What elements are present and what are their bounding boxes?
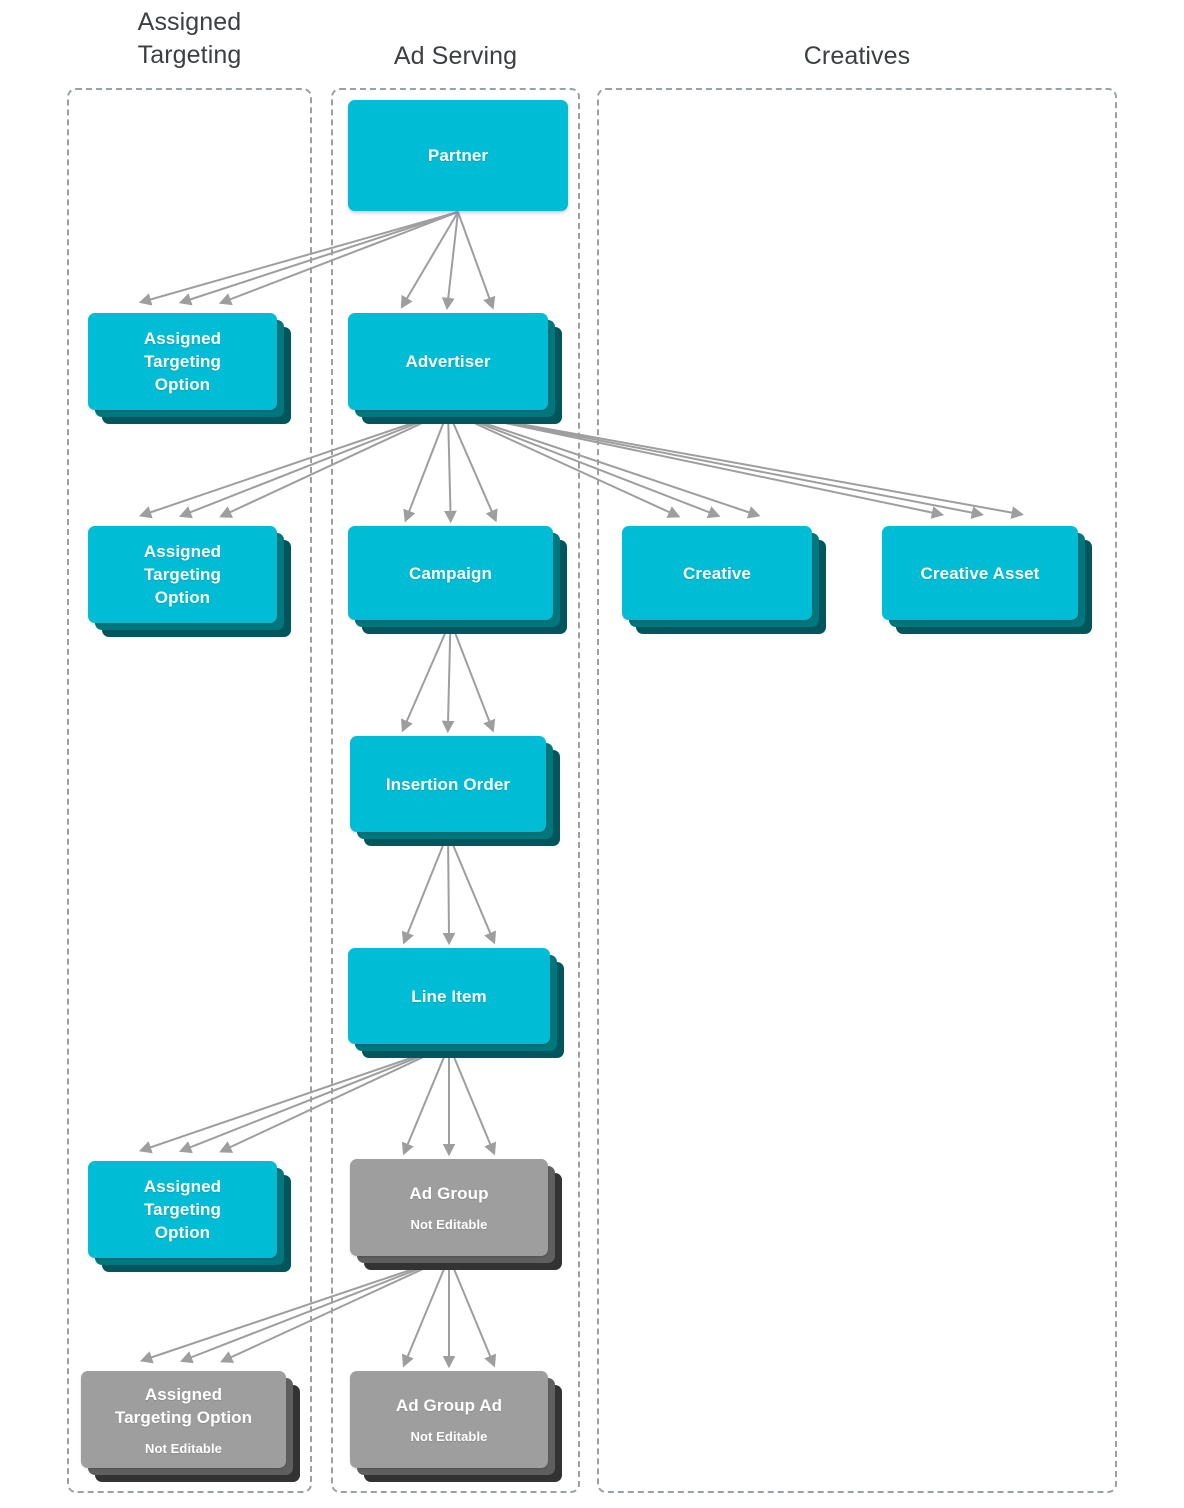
node-creative-asset-label: Creative Asset [920, 563, 1040, 583]
node-line-item-label: Line Item [411, 986, 487, 1006]
column-heading-creatives: Creatives [803, 42, 911, 70]
column-heading-ad-serving: Ad Serving [393, 42, 518, 70]
node-advertiser[interactable]: Advertiser [348, 313, 562, 424]
node-ato-partner-card[interactable]: Assigned Targeting Option [88, 313, 277, 410]
group-box-creatives [597, 88, 1117, 1493]
node-advertiser-card[interactable]: Advertiser [348, 313, 548, 410]
node-line-item-card[interactable]: Line Item [348, 948, 550, 1044]
node-ato-partner-label: Assigned Targeting Option [143, 329, 222, 394]
node-creative-label: Creative [683, 563, 751, 583]
node-ato-ad-group-status-badge: Not Editable [144, 1440, 223, 1456]
node-line-item[interactable]: Line Item [348, 948, 564, 1058]
node-insertion-order-label: Insertion Order [385, 774, 511, 794]
node-creative-asset-card[interactable]: Creative Asset [882, 526, 1078, 620]
node-insertion-order-card[interactable]: Insertion Order [350, 736, 546, 832]
node-partner-card[interactable]: Partner [348, 100, 568, 211]
node-ato-line-item-label: Assigned Targeting Option [143, 1177, 222, 1242]
node-campaign-label: Campaign [409, 563, 492, 583]
node-ad-group-status-badge: Not Editable [410, 1217, 488, 1232]
node-advertiser-label: Advertiser [405, 352, 491, 371]
node-ato-ad-group-label: Assigned Targeting Option [114, 1384, 253, 1427]
node-ad-group-ad-status-badge: Not Editable [410, 1429, 488, 1444]
node-insertion-order[interactable]: Insertion Order [350, 736, 560, 846]
node-ad-group-ad[interactable]: Ad Group Ad Not Editable [350, 1371, 562, 1482]
group-box-assigned-targeting [67, 88, 312, 1493]
node-campaign-card[interactable]: Campaign [348, 526, 553, 620]
node-ad-group-ad-card[interactable]: Ad Group Ad Not Editable [350, 1371, 548, 1468]
node-ato-line-item[interactable]: Assigned Targeting Option [88, 1161, 291, 1272]
node-ad-group-label: Ad Group [409, 1184, 489, 1203]
group-box-ad-serving [331, 88, 580, 1493]
node-ato-partner[interactable]: Assigned Targeting Option [88, 313, 291, 424]
column-heading-assigned-targeting: Assigned Targeting [137, 8, 242, 69]
node-ato-advertiser-card[interactable]: Assigned Targeting Option [88, 526, 277, 623]
node-creative-card[interactable]: Creative [622, 526, 812, 620]
node-ato-advertiser[interactable]: Assigned Targeting Option [88, 526, 291, 637]
node-partner-label: Partner [427, 146, 489, 165]
node-ato-advertiser-label: Assigned Targeting Option [143, 542, 222, 607]
node-ato-line-item-card[interactable]: Assigned Targeting Option [88, 1161, 277, 1258]
node-ad-group-ad-label: Ad Group Ad [395, 1396, 503, 1415]
node-partner[interactable]: Partner [348, 100, 568, 211]
node-creative[interactable]: Creative [622, 526, 826, 634]
node-creative-asset[interactable]: Creative Asset [882, 526, 1092, 634]
node-campaign[interactable]: Campaign [348, 526, 567, 634]
